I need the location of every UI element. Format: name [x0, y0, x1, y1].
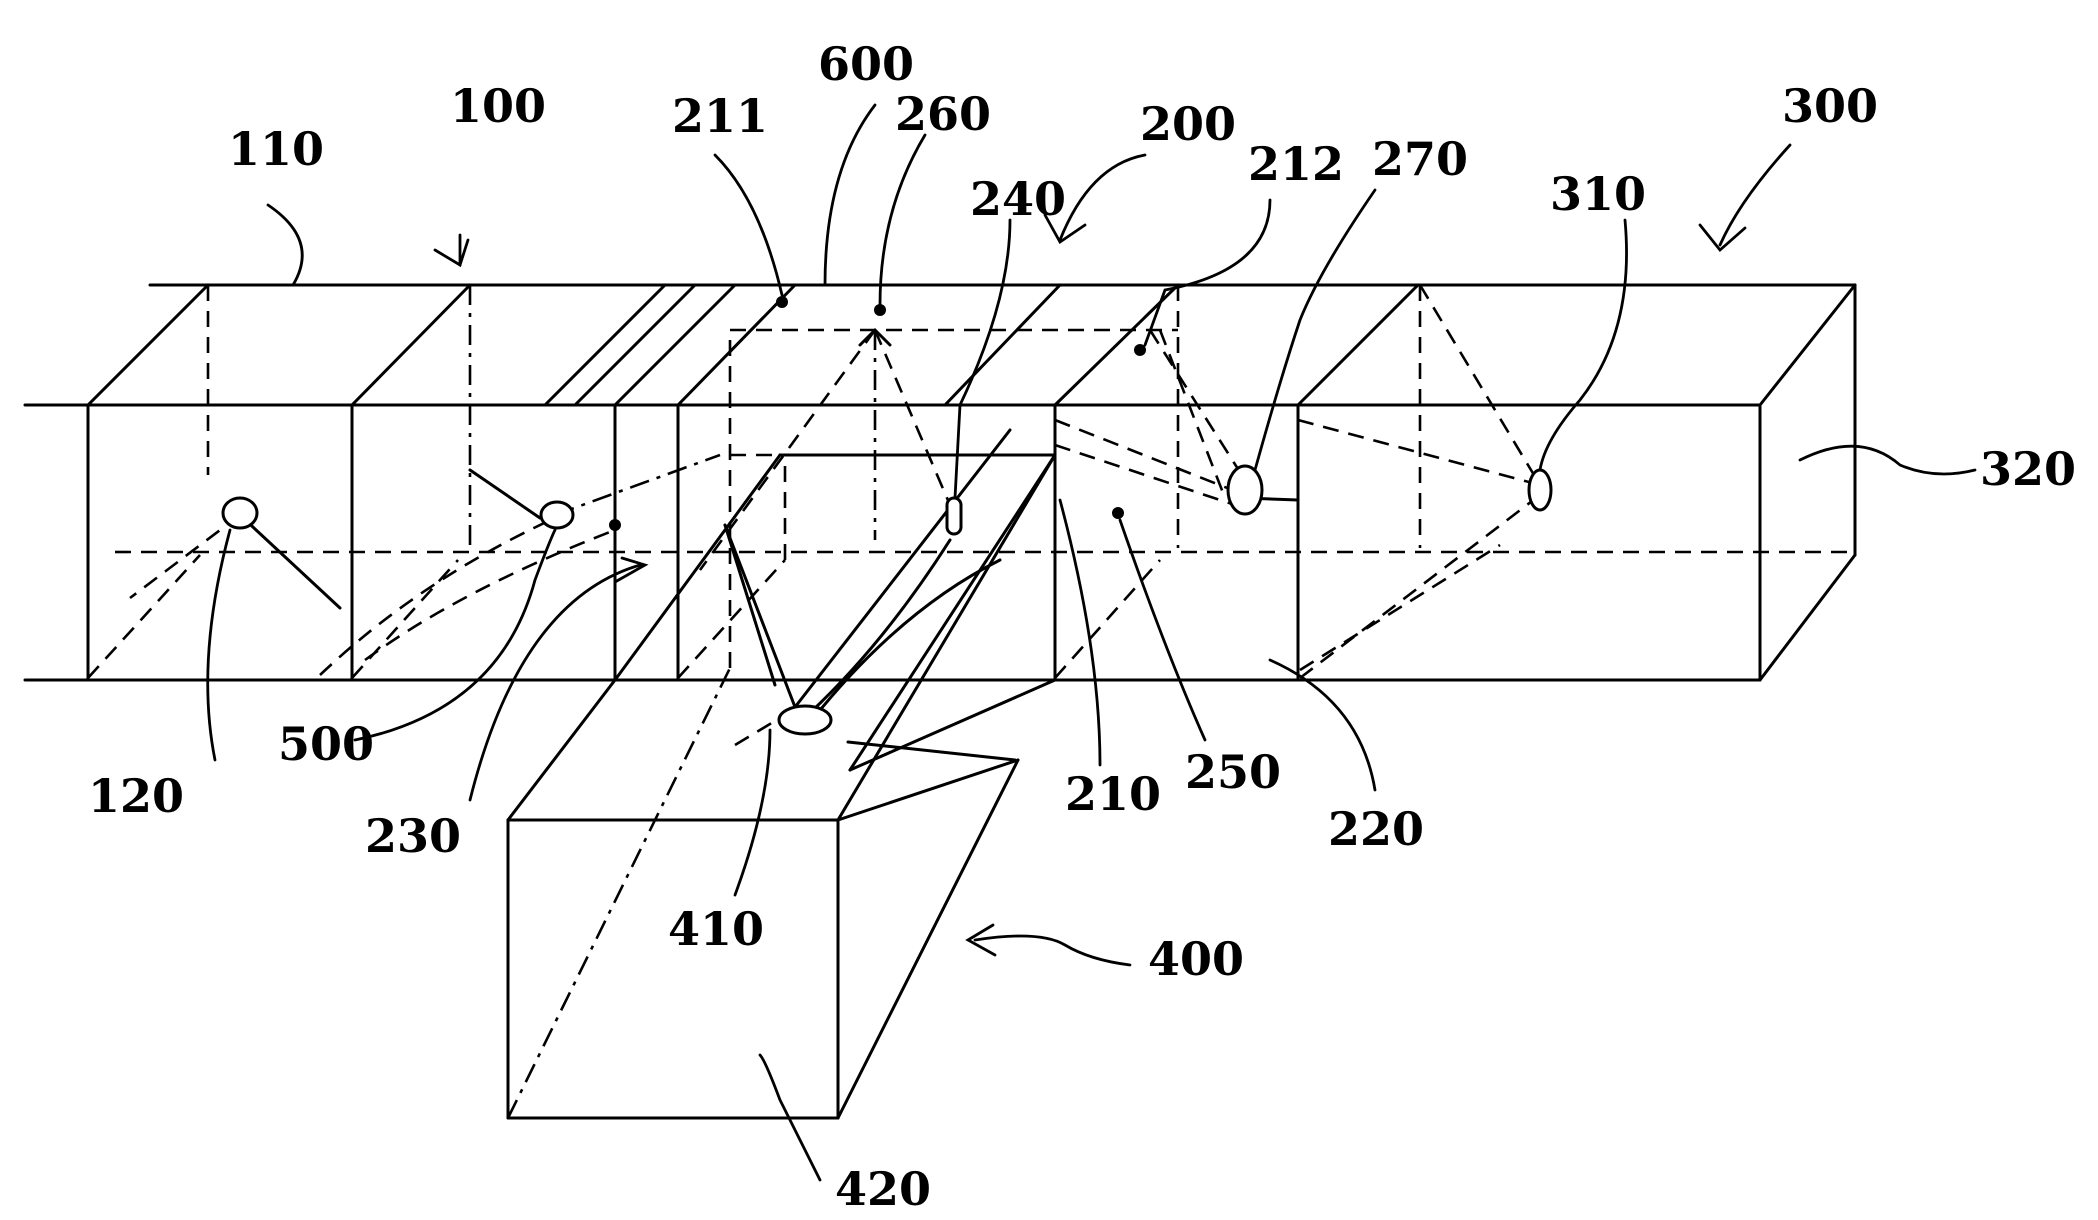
ring-500	[539, 500, 575, 530]
dot-260	[874, 304, 886, 316]
label-320: 320	[1980, 442, 2076, 496]
top-panel-600	[543, 283, 1062, 407]
label-211: 211	[672, 89, 768, 143]
ring-270	[1226, 464, 1264, 516]
label-100: 100	[450, 79, 546, 133]
label-120: 120	[88, 769, 184, 823]
label-230: 230	[365, 809, 461, 863]
label-310: 310	[1550, 167, 1646, 221]
ring-310	[1527, 468, 1553, 512]
components	[221, 296, 1553, 736]
label-400: 400	[1148, 932, 1244, 986]
label-500: 500	[278, 717, 374, 771]
label-212: 212	[1248, 137, 1344, 191]
dot-212	[1134, 344, 1146, 356]
label-110: 110	[228, 122, 324, 176]
lower-box-400	[506, 453, 1057, 1120]
label-270: 270	[1372, 132, 1468, 186]
label-600: 600	[818, 37, 914, 91]
label-250: 250	[1185, 745, 1281, 799]
label-260: 260	[895, 87, 991, 141]
main-housing	[23, 283, 1857, 682]
label-410: 410	[668, 902, 764, 956]
label-300: 300	[1782, 79, 1878, 133]
label-420: 420	[835, 1162, 931, 1216]
ring-410	[777, 704, 833, 736]
label-220: 220	[1328, 802, 1424, 856]
dot-211	[776, 296, 788, 308]
label-210: 210	[1065, 767, 1161, 821]
dot-230	[609, 519, 621, 531]
ring-120	[221, 496, 259, 530]
reference-labels: 100 110 120 200 210 211 212 220 230 240 …	[88, 37, 2076, 1216]
ring-240	[945, 496, 963, 536]
leader-lines	[206, 103, 1977, 1182]
inner-chamber-200	[613, 328, 1178, 772]
dot-250	[1112, 507, 1124, 519]
internal-connections	[129, 284, 1542, 724]
label-200: 200	[1140, 97, 1236, 151]
label-240: 240	[970, 172, 1066, 226]
